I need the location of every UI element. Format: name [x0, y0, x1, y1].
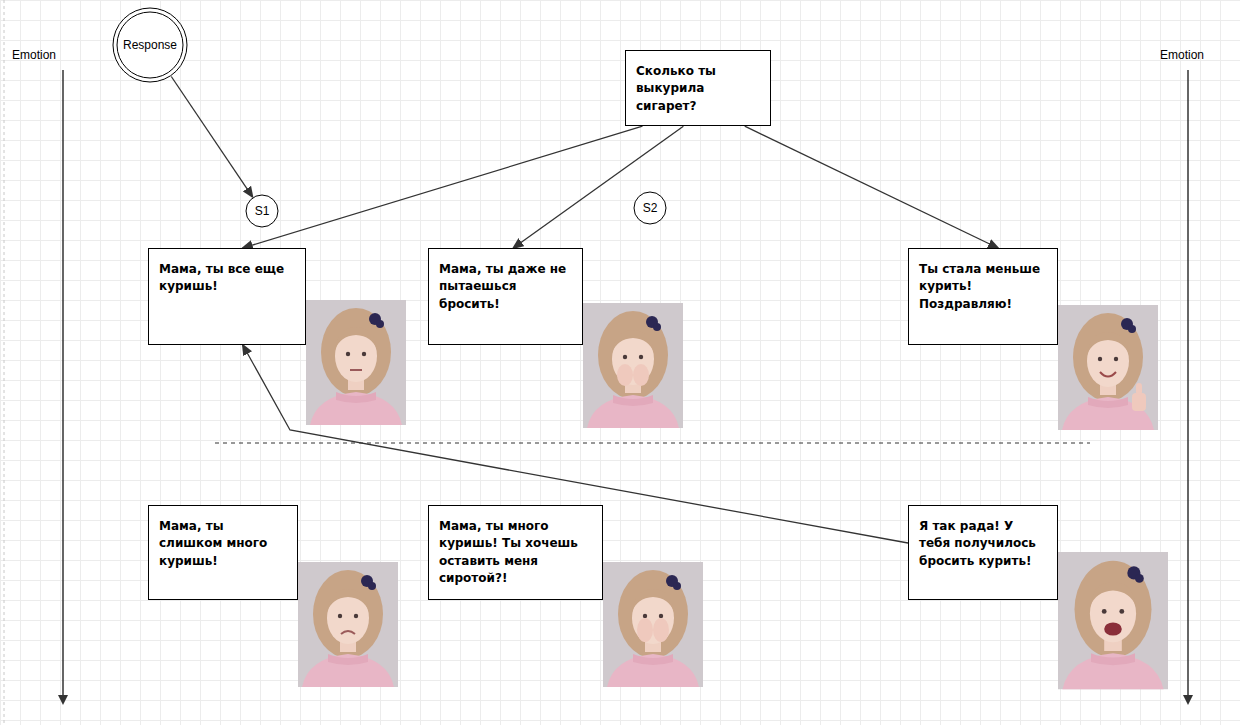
- response-box: Мама, ты много куришь! Ты хочешь оставит…: [428, 505, 603, 600]
- emotion-axis-arrow: [62, 70, 64, 703]
- girl-photo-sad: [298, 562, 398, 687]
- node-text: Сколько ты выкурила сигарет?: [636, 63, 760, 115]
- node-text: Мама, ты все еще куришь!: [159, 261, 295, 296]
- node-text: Мама, ты много куришь! Ты хочешь оставит…: [439, 518, 592, 588]
- node-text: Мама, ты слишком много куришь!: [159, 518, 287, 570]
- connector-arrow: [745, 126, 998, 248]
- response-box: Мама, ты все еще куришь!: [148, 248, 306, 345]
- node-text: Ты стала меньше курить! Поздравляю!: [919, 261, 1047, 313]
- state-circle: S2: [633, 191, 667, 225]
- node-text: Я так рада! У тебя получилось бросить ку…: [919, 518, 1047, 570]
- page-border-dashed: [4, 0, 5, 725]
- response-box: Я так рада! У тебя получилось бросить ку…: [908, 505, 1058, 600]
- girl-photo-sobbing: [603, 562, 703, 687]
- axis-label: Emotion: [1160, 48, 1204, 62]
- girl-photo-serious: [306, 300, 406, 425]
- question-box: Сколько ты выкурила сигарет?: [625, 50, 771, 126]
- girl-photo-crying: [583, 303, 683, 428]
- response-circle: Response: [112, 7, 188, 83]
- girl-photo-smiling: [1058, 305, 1158, 430]
- axis-label: Emotion: [12, 48, 56, 62]
- response-box: Ты стала меньше курить! Поздравляю!: [908, 248, 1058, 345]
- response-box: Мама, ты слишком много куришь!: [148, 505, 298, 600]
- node-text: S1: [255, 204, 270, 218]
- node-text: S2: [643, 201, 658, 215]
- connector-arrow: [243, 126, 643, 248]
- node-text: Response: [123, 38, 177, 52]
- node-text: Мама, ты даже не пытаешься бросить!: [439, 261, 572, 313]
- response-box: Мама, ты даже не пытаешься бросить!: [428, 248, 583, 345]
- girl-photo-laughing: [1058, 552, 1168, 690]
- state-circle: S1: [245, 194, 279, 228]
- connector-arrow: [171, 77, 252, 197]
- connector-arrow: [513, 126, 683, 248]
- emotion-axis-arrow: [1187, 70, 1189, 703]
- row-separator: [215, 443, 1090, 444]
